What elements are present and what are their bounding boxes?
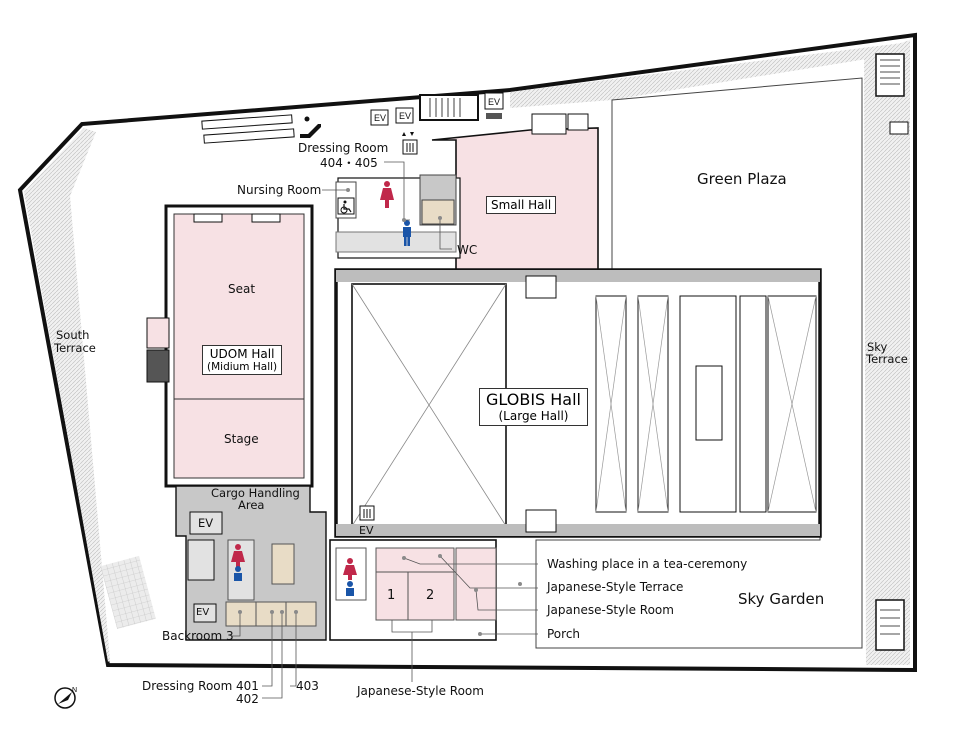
ev-label-cargo: EV bbox=[198, 516, 214, 530]
sky-terrace bbox=[864, 40, 910, 665]
south-terrace-label-2: Terrace bbox=[54, 341, 96, 355]
japanese-room-right-label: Japanese-Style Room bbox=[547, 603, 674, 617]
north-strip bbox=[510, 42, 910, 108]
cargo-handling-label-1: Cargo Handling bbox=[211, 486, 300, 500]
female-wc-icon bbox=[343, 558, 357, 580]
green-plaza-label: Green Plaza bbox=[697, 170, 787, 188]
escalator-top bbox=[201, 114, 295, 144]
room-1-label: 1 bbox=[387, 588, 396, 603]
small-hall-label: Small Hall bbox=[486, 196, 557, 214]
sky-terrace-label-1: Sky bbox=[867, 340, 888, 354]
stage-label: Stage bbox=[224, 432, 259, 446]
cargo-handling-label-2: Area bbox=[238, 498, 265, 512]
compass-icon: N bbox=[54, 687, 77, 709]
elevator-icon bbox=[359, 505, 375, 521]
svg-text:EV: EV bbox=[488, 97, 500, 107]
dressing-room-top-numbers: 404・405 bbox=[320, 156, 378, 170]
accessible-wc-icon bbox=[337, 197, 355, 215]
ev-label-globis: EV bbox=[359, 524, 374, 537]
room-401-label: 401 bbox=[236, 679, 259, 693]
japanese-terrace-label: Japanese-Style Terrace bbox=[547, 580, 684, 594]
escalator-icon bbox=[300, 116, 321, 138]
backroom-label: Backroom 3 bbox=[162, 629, 234, 643]
male-wc-icon bbox=[403, 220, 411, 246]
globis-hall-name: GLOBIS Hall bbox=[486, 390, 581, 409]
room-403-label: 403 bbox=[296, 679, 319, 693]
sky-terrace-label-2: Terrace bbox=[866, 352, 908, 366]
seat-label: Seat bbox=[228, 282, 256, 296]
udom-hall-label: UDOM Hall (Midium Hall) bbox=[202, 345, 283, 375]
washing-place-label: Washing place in a tea-ceremony bbox=[547, 557, 748, 571]
udom-hall-name: UDOM Hall bbox=[209, 347, 275, 361]
dressing-room-top-label: Dressing Room bbox=[298, 141, 389, 155]
porch-label: Porch bbox=[547, 627, 581, 641]
male-wc-icon bbox=[346, 581, 354, 596]
sky-garden-label: Sky Garden bbox=[738, 590, 825, 608]
udom-hall-sub: (Midium Hall) bbox=[207, 361, 278, 373]
elevator-icon bbox=[402, 132, 418, 155]
svg-text:N: N bbox=[72, 687, 77, 694]
elevator-icon: EV EV EV bbox=[370, 92, 504, 126]
female-wc-icon bbox=[380, 181, 394, 208]
wc-label: WC bbox=[457, 243, 478, 257]
grid-area bbox=[100, 555, 156, 630]
room-402-label: 402 bbox=[236, 692, 259, 706]
svg-text:EV: EV bbox=[399, 111, 411, 121]
ev-label-backroom: EV bbox=[196, 607, 210, 618]
japanese-room-bottom-label: Japanese-Style Room bbox=[357, 684, 484, 698]
room-2-label: 2 bbox=[426, 588, 435, 603]
globis-hall-label: GLOBIS Hall (Large Hall) bbox=[479, 388, 588, 426]
svg-text:EV: EV bbox=[374, 113, 386, 123]
globis-hall-sub: (Large Hall) bbox=[498, 409, 569, 423]
female-wc-icon bbox=[231, 544, 245, 569]
south-terrace bbox=[24, 128, 110, 662]
south-terrace-label-1: South bbox=[56, 328, 90, 342]
nursing-room-label: Nursing Room bbox=[237, 183, 322, 197]
male-wc-icon bbox=[234, 566, 242, 581]
dressing-room-bottom-label: Dressing Room bbox=[142, 679, 233, 693]
